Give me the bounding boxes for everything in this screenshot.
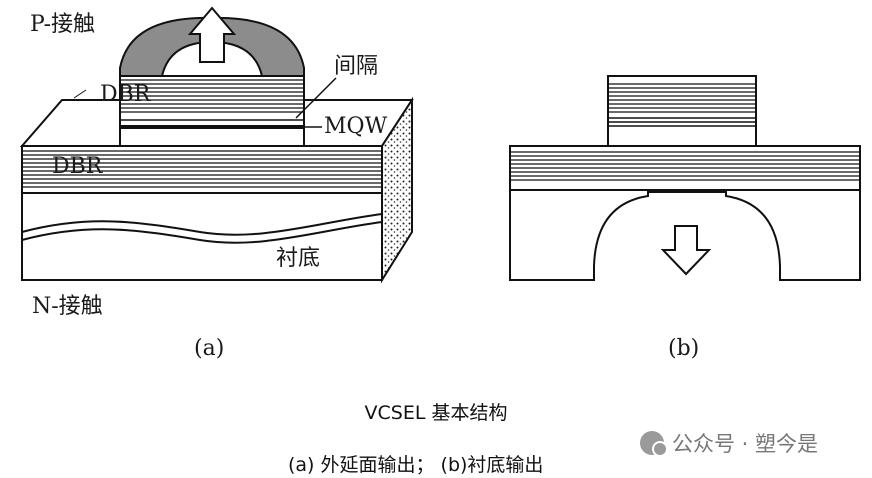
watermark: 公众号 · 塑今是 (640, 428, 818, 458)
panel-b-label: (b) (668, 336, 700, 361)
watermark-text: 公众号 · 塑今是 (672, 432, 819, 456)
p-contact-arch (119, 16, 305, 77)
mqw-label: MQW (324, 114, 388, 139)
mqw-layer (120, 125, 304, 129)
output-arrow-up (187, 6, 237, 63)
figure-a (19, 6, 414, 284)
panel-a-label: (a) (194, 336, 225, 361)
etched-substrate (509, 189, 861, 281)
output-arrow-down (660, 225, 712, 276)
bottom-dbr-layers (22, 150, 382, 188)
substrate-wave-2 (21, 221, 383, 244)
top-dbr-layers (120, 79, 304, 113)
p-contact-label: P-接触 (30, 12, 96, 37)
bottom-dbr-label: DBR (52, 154, 103, 179)
caption-title: VCSEL 基本结构 (364, 402, 508, 424)
mesa-body (607, 75, 757, 147)
wechat-icon (640, 431, 668, 457)
top-dbr-layers (608, 83, 756, 113)
caption-subtitle: (a) 外延面输出； (b)衬底输出 (288, 454, 544, 476)
n-contact-label: N-接触 (32, 294, 103, 319)
bottom-dbr-layers (510, 151, 860, 181)
dbr-leader-line (73, 89, 87, 99)
spacer-leader-line (295, 77, 337, 119)
spacer-label: 间隔 (334, 54, 379, 79)
substrate-wave-1 (21, 213, 383, 236)
top-dbr-label: DBR (100, 82, 151, 107)
figure-b (509, 75, 861, 281)
base-front-face (21, 145, 383, 281)
substrate-label: 衬底 (276, 246, 321, 271)
